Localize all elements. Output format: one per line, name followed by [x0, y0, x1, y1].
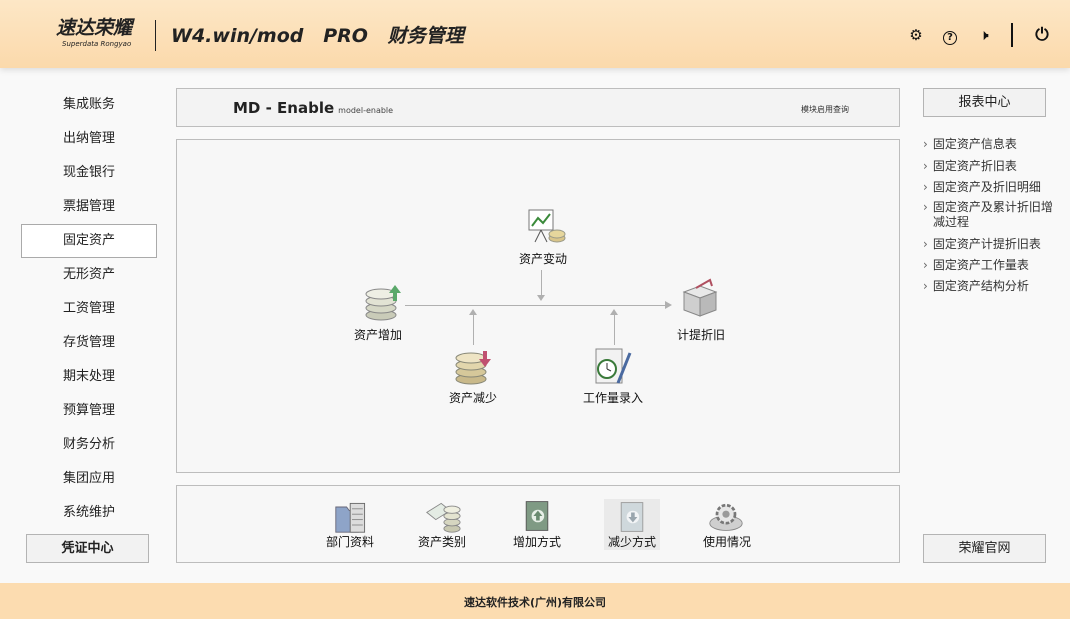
arrow-right-icon	[665, 301, 672, 309]
gear-disc-icon	[709, 503, 743, 531]
gear-icon[interactable]: ⚙	[909, 26, 923, 44]
report-link[interactable]: 固定资产计提折旧表	[923, 237, 1063, 252]
node-label: 资产增加	[353, 328, 403, 342]
toolbar-label: 增加方式	[512, 535, 562, 549]
report-center-button[interactable]: 报表中心	[923, 88, 1046, 117]
logo-block: 速达荣耀 Superdata Rongyao	[56, 17, 132, 49]
node-label: 计提折旧	[676, 328, 726, 342]
report-link[interactable]: 固定资产及折旧明细	[923, 180, 1063, 195]
toolbar-label: 资产类别	[417, 535, 467, 549]
department-building-icon	[335, 502, 366, 533]
sidebar-item-financial-analysis[interactable]: 财务分析	[62, 437, 115, 452]
sidebar-item-inventory[interactable]: 存货管理	[62, 335, 115, 350]
app-title: W4.win/mod PRO 财务管理	[171, 25, 464, 47]
toolbar-label: 部门资料	[325, 535, 375, 549]
sidebar-item-integrated-accounting[interactable]: 集成账务	[62, 97, 115, 112]
node-label: 工作量录入	[582, 391, 644, 405]
company-name: 速达软件技术(广州)有限公司	[463, 596, 607, 609]
header: 速达荣耀 Superdata Rongyao W4.win/mod PRO 财务…	[0, 0, 1070, 68]
process-diagram	[176, 139, 900, 473]
book-down-icon	[620, 502, 644, 532]
flow-line	[473, 315, 474, 345]
node-label: 资产变动	[518, 252, 568, 266]
book-up-icon	[525, 501, 549, 531]
module-title: MD - Enable	[233, 99, 335, 117]
coins-up-icon	[365, 285, 401, 321]
sidebar-item-period-end[interactable]: 期末处理	[62, 369, 115, 384]
sidebar-item-cashier[interactable]: 出纳管理	[62, 131, 115, 146]
report-link[interactable]: 固定资产信息表	[923, 137, 1063, 152]
module-header: MD - Enable model-enable 模块启用查询	[176, 88, 900, 127]
sidebar-item-system[interactable]: 系统维护	[62, 505, 115, 520]
voucher-center-button[interactable]: 凭证中心	[26, 534, 149, 563]
report-link[interactable]: 固定资产及累计折旧增减过程	[923, 200, 1058, 230]
sidebar-item-budget[interactable]: 预算管理	[62, 403, 115, 418]
toolbar-label: 减少方式	[607, 535, 657, 549]
footer: 速达软件技术(广州)有限公司	[0, 583, 1070, 619]
toolbar-label: 使用情况	[702, 535, 752, 549]
flow-line	[541, 270, 542, 296]
sidebar-item-fixed-assets[interactable]: 固定资产	[21, 224, 157, 258]
coins-down-icon	[455, 351, 491, 385]
sidebar-item-payroll[interactable]: 工资管理	[62, 301, 115, 316]
money-coins-icon	[426, 502, 461, 533]
clock-document-icon	[595, 348, 632, 384]
arrow-down-icon	[537, 295, 545, 301]
power-icon[interactable]: ⏻	[1035, 25, 1049, 45]
chart-board-icon	[528, 209, 566, 243]
arrow-up-icon	[469, 309, 477, 315]
help-icon[interactable]: ?	[941, 26, 959, 45]
divider	[155, 20, 156, 51]
sidebar-item-intangible-assets[interactable]: 无形资产	[62, 267, 115, 282]
node-label: 资产减少	[448, 391, 498, 405]
report-link[interactable]: 固定资产工作量表	[923, 258, 1063, 273]
official-site-button[interactable]: 荣耀官网	[923, 534, 1046, 563]
speaker-icon[interactable]: 🕨	[979, 26, 989, 44]
module-enable-query-link[interactable]: 模块启用查询	[801, 105, 849, 114]
module-subtitle: model-enable	[338, 106, 394, 115]
arrow-up-icon	[610, 309, 618, 315]
sidebar-item-bills[interactable]: 票据管理	[62, 199, 115, 214]
module-heading: MD - Enable model-enable	[233, 99, 393, 117]
box-icon	[682, 278, 718, 317]
flow-line	[405, 305, 667, 306]
divider	[1011, 23, 1013, 47]
logo-subtitle: Superdata Rongyao	[62, 40, 132, 48]
flow-line	[614, 315, 615, 345]
sidebar-item-cash-bank[interactable]: 现金银行	[62, 165, 115, 180]
report-link[interactable]: 固定资产折旧表	[923, 159, 1063, 174]
logo: 速达荣耀	[56, 17, 133, 39]
report-link[interactable]: 固定资产结构分析	[923, 279, 1063, 294]
toolbar-decrease-method[interactable]: 减少方式	[604, 499, 660, 550]
sidebar-item-group[interactable]: 集团应用	[62, 471, 115, 486]
